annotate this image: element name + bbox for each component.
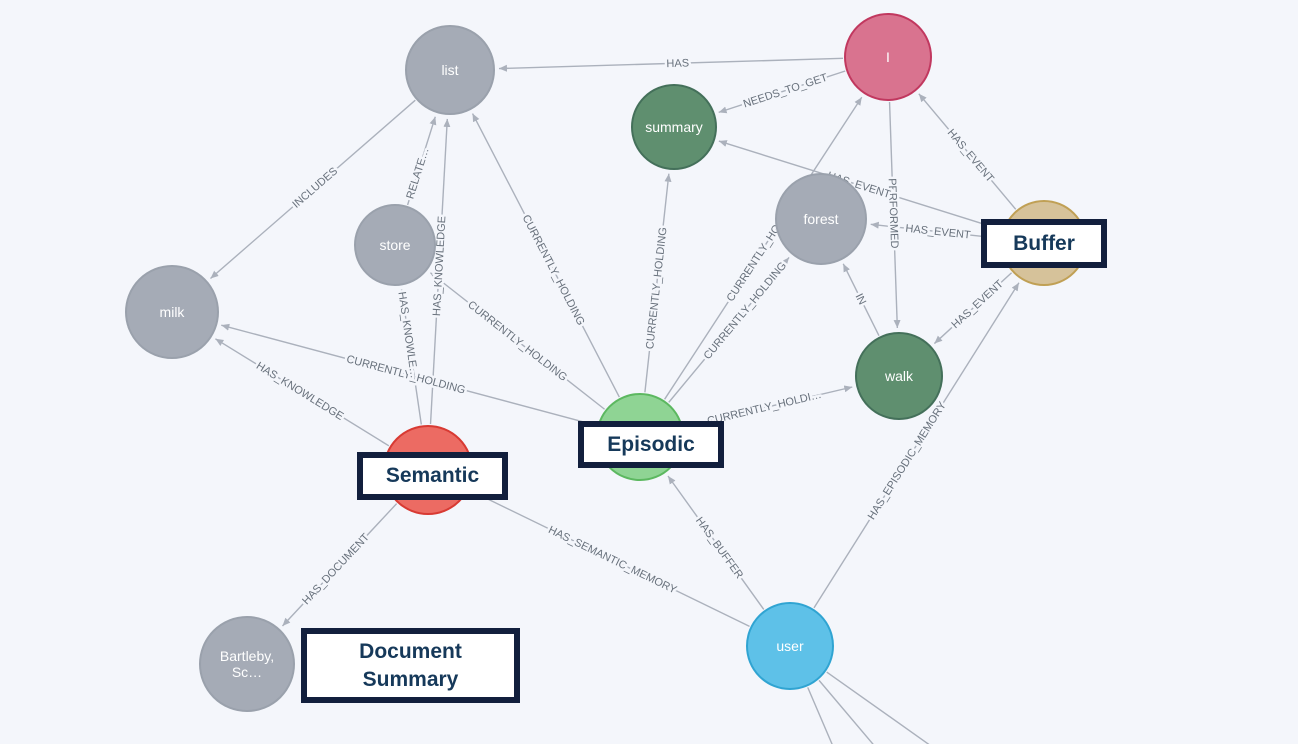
- node-bartleby[interactable]: Bartleby, Sc…: [199, 616, 295, 712]
- edge-line: [399, 289, 423, 425]
- node-walk[interactable]: walk: [855, 332, 943, 420]
- edge-line: [471, 490, 750, 627]
- node-caption: milk: [159, 303, 185, 320]
- edge-line: [429, 272, 606, 410]
- edge-line: [667, 475, 765, 610]
- node-caption: forest: [803, 210, 839, 227]
- edge-line: [281, 503, 398, 627]
- node-semantic[interactable]: [383, 425, 473, 515]
- edge-line: [215, 338, 390, 447]
- node-caption: walk: [884, 367, 913, 384]
- edge-label: HAS_EVENT: [949, 278, 1006, 331]
- node-milk[interactable]: milk: [125, 265, 219, 359]
- edge-label: HAS_DOCUMENT: [300, 531, 372, 607]
- edge-line: [471, 113, 620, 398]
- node-caption: Bartleby, Sc…: [219, 647, 275, 680]
- edge-label: INCLUDES: [290, 165, 340, 211]
- node-list[interactable]: list: [405, 25, 495, 115]
- node-user[interactable]: user: [746, 602, 834, 690]
- edge-line: [664, 96, 863, 400]
- edge-label: HAS_KNOWLEDGE: [254, 360, 346, 423]
- edge-line: [683, 385, 853, 428]
- edge-line: [818, 679, 874, 744]
- edge-line: [918, 93, 1017, 210]
- node-episodic[interactable]: [596, 393, 684, 481]
- edge-line: [826, 671, 930, 744]
- edge-label: RELATE…: [404, 146, 431, 200]
- node-caption: user: [776, 637, 804, 654]
- edge-line: [718, 140, 1003, 231]
- edge-label: NEEDS_TO_GET: [742, 72, 829, 111]
- edge-label: HAS_EVENT: [945, 127, 996, 185]
- node-caption: summary: [645, 118, 703, 135]
- edge-line: [210, 99, 416, 280]
- edge-line: [933, 272, 1013, 345]
- node-store[interactable]: store: [354, 204, 436, 286]
- edge-label: CURRENTLY_HOLDI…: [706, 389, 823, 428]
- edge-line: [406, 116, 437, 206]
- edge-label: HAS_BUFFER: [693, 515, 745, 581]
- edge-line: [429, 118, 451, 425]
- edge-label: IN: [853, 292, 869, 307]
- edge-label: HAS_SEMANTIC_MEMORY: [546, 524, 679, 597]
- node-caption: list: [441, 61, 459, 78]
- edge-line: [870, 221, 1001, 239]
- node-caption: store: [379, 236, 411, 253]
- node-i[interactable]: I: [844, 13, 932, 101]
- node-summary[interactable]: summary: [631, 84, 717, 170]
- edge-line: [644, 173, 672, 393]
- edge-line: [842, 263, 880, 337]
- edge-label: CURRENTLY_HOLDING: [520, 213, 587, 327]
- edge-label: CURRENTLY_HOLDING: [644, 227, 669, 350]
- node-buffer[interactable]: [1001, 200, 1087, 286]
- edge-line: [498, 57, 844, 72]
- edge-label: CURRENTLY_HOLDING: [465, 299, 569, 384]
- edge-label: HAS: [666, 57, 689, 70]
- edge-line: [813, 282, 1020, 609]
- edge-line: [807, 687, 833, 744]
- edge-label: HAS_EVENT: [905, 223, 972, 242]
- edge-label: PERFORMED: [886, 178, 900, 249]
- node-caption: I: [886, 48, 890, 65]
- edge-line: [668, 257, 790, 403]
- node-forest[interactable]: forest: [775, 173, 867, 265]
- edge-line: [888, 101, 901, 329]
- edge-line: [718, 70, 846, 114]
- edge-line: [221, 323, 597, 427]
